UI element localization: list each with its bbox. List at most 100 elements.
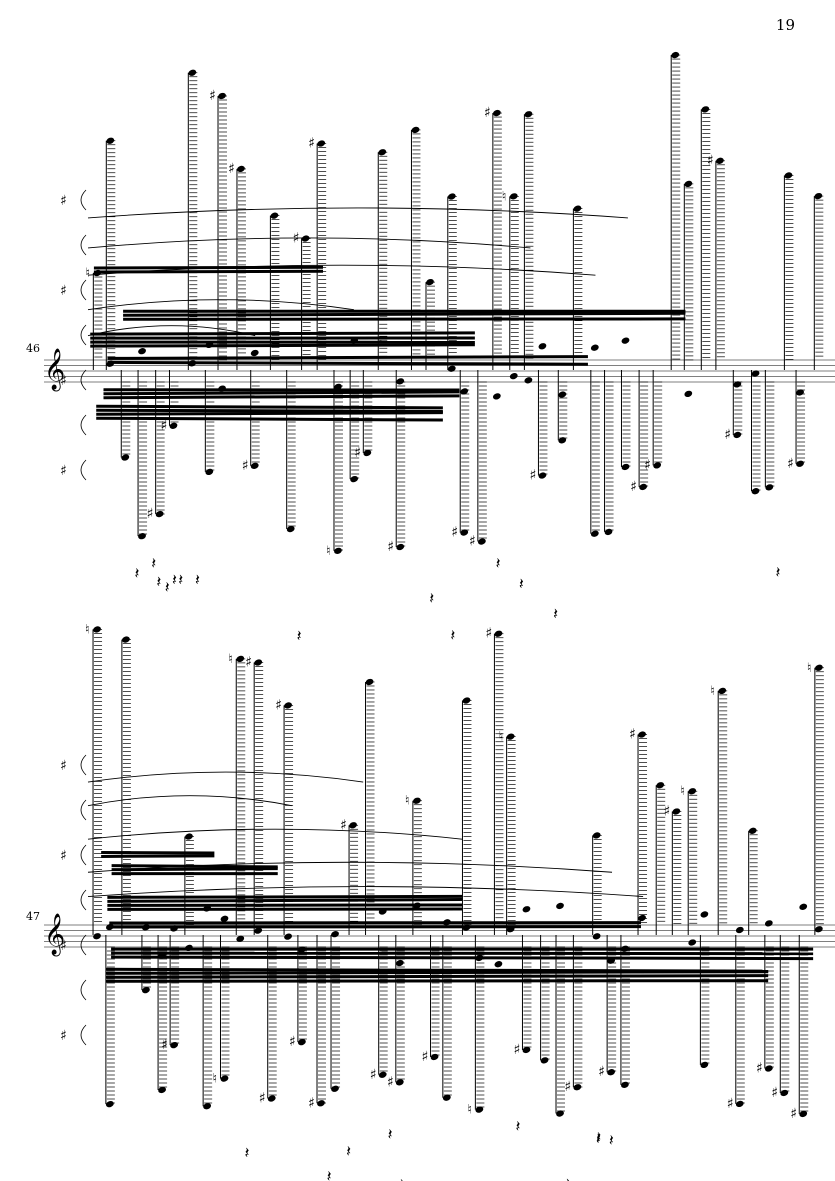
measure-number-46: 46 — [26, 342, 40, 355]
beam — [105, 970, 769, 975]
bracket — [80, 799, 87, 821]
notehead — [573, 1084, 582, 1091]
sharp-icon: ♯ — [756, 1061, 763, 1077]
natural-icon: ♮ — [680, 784, 685, 799]
notehead — [607, 1069, 616, 1076]
sharp-icon: ♯ — [60, 373, 67, 389]
notehead — [138, 348, 146, 355]
sharp-icon: ♯ — [387, 539, 394, 555]
notehead — [236, 935, 245, 942]
notehead — [121, 454, 130, 461]
rest-icon: 𝄽 — [516, 1117, 521, 1136]
notehead — [298, 1038, 306, 1046]
notehead — [250, 462, 259, 469]
natural-icon: ♮ — [85, 266, 90, 281]
notehead — [765, 484, 774, 491]
notehead — [524, 111, 533, 118]
notehead — [121, 636, 130, 643]
rest-icon: 𝄽 — [519, 574, 524, 593]
notehead — [105, 1101, 114, 1108]
sharp-icon: ♯ — [663, 803, 670, 819]
sharp-icon: ♯ — [60, 848, 67, 864]
sharp-icon: ♯ — [242, 458, 249, 474]
treble-clef-icon: 𝄞 — [44, 348, 65, 391]
beam — [96, 411, 443, 416]
notehead — [700, 1061, 709, 1069]
notehead — [509, 373, 518, 380]
beam — [103, 394, 460, 400]
notehead — [733, 381, 742, 388]
slur — [87, 828, 463, 840]
sharp-icon: ♯ — [469, 534, 476, 550]
notehead — [254, 659, 263, 666]
notehead — [538, 472, 547, 479]
notehead — [604, 528, 613, 536]
sharp-icon: ♯ — [308, 136, 315, 152]
notehead — [556, 902, 564, 910]
sharp-icon: ♯ — [724, 427, 731, 443]
sharp-icon: ♯ — [259, 1091, 266, 1107]
notehead — [93, 626, 101, 633]
notehead — [412, 797, 421, 804]
notehead — [672, 808, 681, 815]
rest-icon: 𝄽 — [565, 1174, 570, 1181]
beam — [111, 951, 814, 956]
treble-clef-icon: 𝄞 — [44, 913, 65, 956]
bracket — [80, 459, 87, 481]
notehead — [106, 137, 115, 144]
rest-icon: 𝄽 — [496, 553, 501, 572]
rest-icon: 𝄽 — [388, 1124, 393, 1143]
notehead — [396, 543, 405, 551]
notehead — [700, 911, 709, 918]
rest-icon: 𝄽 — [178, 570, 183, 589]
rest-icon: 𝄽 — [776, 563, 781, 582]
sharp-icon: ♯ — [513, 1042, 520, 1058]
notehead — [684, 390, 693, 398]
notehead — [426, 278, 434, 286]
notehead — [317, 140, 326, 147]
rest-icon: 𝄽 — [596, 1128, 601, 1147]
rest-icon: 𝄽 — [165, 578, 170, 597]
notehead — [411, 126, 420, 134]
beam — [96, 416, 443, 422]
notehead — [735, 926, 744, 934]
sharp-icon: ♯ — [228, 161, 235, 177]
sharp-icon: ♯ — [598, 1064, 605, 1080]
notehead — [688, 939, 697, 946]
notehead — [592, 832, 601, 839]
sharp-icon: ♯ — [147, 506, 154, 522]
beam — [105, 979, 769, 983]
rest-icon: 𝄽 — [596, 1129, 601, 1148]
notehead — [158, 1086, 166, 1094]
notehead — [590, 344, 599, 351]
notehead — [715, 157, 724, 164]
notehead — [638, 914, 646, 922]
notehead — [540, 1057, 549, 1064]
notehead — [748, 827, 757, 834]
notehead — [170, 1041, 179, 1049]
notehead — [621, 463, 630, 471]
slur — [87, 795, 292, 807]
notehead — [522, 906, 531, 913]
beam — [103, 390, 460, 396]
rest-icon: 𝄽 — [346, 1141, 351, 1160]
bracket — [80, 979, 87, 1001]
bracket — [80, 934, 87, 956]
beam — [105, 974, 769, 979]
notehead — [558, 391, 567, 398]
notehead — [814, 192, 823, 200]
notehead — [764, 920, 773, 927]
notehead — [701, 106, 710, 113]
rest-icon: 𝄽 — [327, 1167, 332, 1181]
notehead — [522, 1046, 531, 1054]
notehead — [220, 1075, 229, 1082]
rest-icon: 𝄽 — [609, 1131, 614, 1150]
sharp-icon: ♯ — [308, 1095, 315, 1111]
sharp-icon: ♯ — [529, 468, 536, 484]
natural-icon: ♮ — [326, 544, 331, 559]
bracket — [80, 889, 87, 911]
notehead — [621, 1081, 629, 1088]
notehead — [751, 488, 760, 495]
sharp-icon: ♯ — [629, 727, 636, 743]
notehead — [751, 370, 760, 377]
